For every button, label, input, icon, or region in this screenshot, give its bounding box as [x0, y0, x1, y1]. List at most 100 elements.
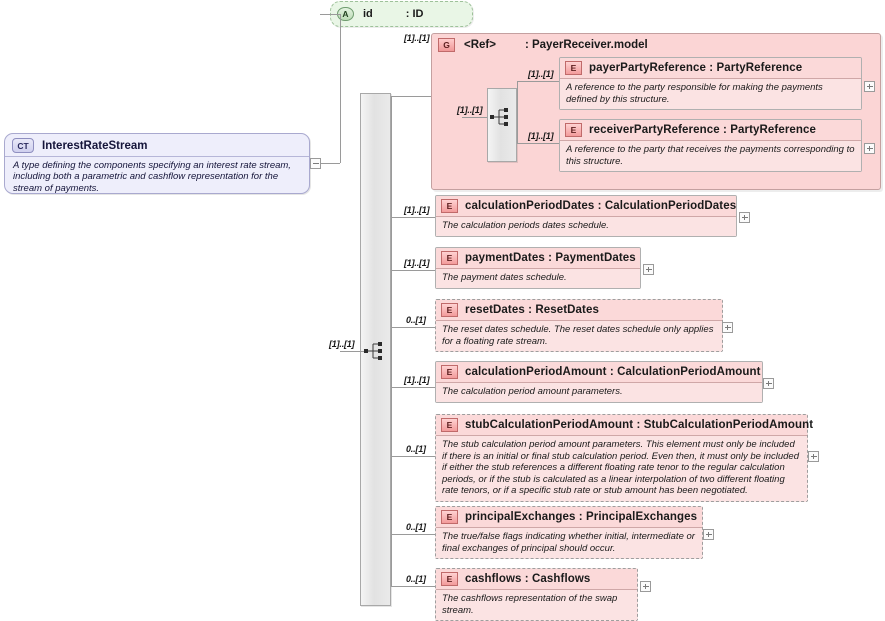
element-name: resetDates : ResetDates — [465, 304, 599, 316]
element-header: E stubCalculationPeriodAmount : StubCalc… — [436, 415, 813, 435]
element-icon: E — [441, 510, 458, 524]
element-node-principalexchanges[interactable]: E principalExchanges : PrincipalExchange… — [435, 506, 703, 559]
connector-to-cashflows — [391, 586, 435, 587]
cardinality-sequence: [1]..[1] — [329, 339, 355, 349]
expand-toggle-principalexchanges[interactable] — [703, 529, 714, 540]
sequence-compositor-group[interactable] — [487, 88, 517, 162]
expand-toggle-stubcalculationperiodamount[interactable] — [808, 451, 819, 462]
connector-trunk-into-sequence — [340, 351, 364, 352]
complex-type-description: A type defining the components specifyin… — [5, 156, 309, 194]
connector-to-calculationperiodamount — [391, 387, 435, 388]
element-header: E resetDates : ResetDates — [436, 300, 722, 320]
element-description: The calculation period amount parameters… — [436, 382, 762, 402]
element-icon: E — [565, 61, 582, 75]
connector-to-calculationperioddates — [391, 217, 435, 218]
connector-root-to-trunk — [321, 163, 340, 164]
element-node-paymentdates[interactable]: E paymentDates : PaymentDates The paymen… — [435, 247, 641, 289]
expand-toggle-cashflows[interactable] — [640, 581, 651, 592]
connector-group-distribution-trunk — [517, 81, 518, 143]
element-node-calculationperiodamount[interactable]: E calculationPeriodAmount : CalculationP… — [435, 361, 763, 403]
element-node-stubcalculationperiodamount[interactable]: E stubCalculationPeriodAmount : StubCalc… — [435, 414, 813, 502]
element-description: The calculation periods dates schedule. — [436, 216, 736, 236]
cardinality-principalexchanges: 0..[1] — [406, 522, 426, 532]
element-icon: E — [441, 251, 458, 265]
element-name: calculationPeriodDates : CalculationPeri… — [465, 200, 737, 212]
element-icon: E — [441, 199, 458, 213]
connector-to-payerpartyreference — [517, 81, 559, 82]
expand-toggle-calculationperiodamount[interactable] — [763, 378, 774, 389]
element-description: The cashflows representation of the swap… — [436, 589, 637, 620]
sequence-icon-root — [364, 342, 382, 360]
cardinality-group-inner: [1]..[1] — [457, 105, 483, 115]
attribute-type: : ID — [405, 8, 424, 20]
connector-to-receiverpartyreference — [517, 143, 559, 144]
connector-to-principalexchanges — [391, 534, 435, 535]
element-name: paymentDates : PaymentDates — [465, 252, 636, 264]
connector-to-paymentdates — [391, 270, 435, 271]
complex-type-node-interestratestream[interactable]: CT InterestRateStream A type defining th… — [4, 133, 310, 194]
element-description: The reset dates schedule. The reset date… — [436, 320, 722, 351]
element-name: payerPartyReference : PartyReference — [589, 62, 803, 74]
element-header: E payerPartyReference : PartyReference — [560, 58, 861, 78]
element-icon: E — [441, 365, 458, 379]
element-icon: E — [441, 418, 458, 432]
element-name: calculationPeriodAmount : CalculationPer… — [465, 366, 761, 378]
connector-group-into-sequence — [462, 117, 487, 118]
cardinality-group: [1]..[1] — [404, 33, 430, 43]
group-type: : PayerReceiver.model — [524, 39, 648, 51]
element-description: A reference to the party responsible for… — [560, 78, 861, 109]
element-name: receiverPartyReference : PartyReference — [589, 124, 817, 136]
element-header: E calculationPeriodDates : CalculationPe… — [436, 196, 736, 216]
element-header: E calculationPeriodAmount : CalculationP… — [436, 362, 762, 382]
element-header: E cashflows : Cashflows — [436, 569, 637, 589]
complex-type-icon: CT — [12, 138, 34, 153]
cardinality-calculationperiodamount: [1]..[1] — [404, 375, 430, 385]
element-header: E paymentDates : PaymentDates — [436, 248, 640, 268]
element-node-payerpartyreference[interactable]: E payerPartyReference : PartyReference A… — [559, 57, 862, 110]
cardinality-stubcalculationperiodamount: 0..[1] — [406, 444, 426, 454]
complex-type-name: InterestRateStream — [42, 139, 148, 152]
expand-toggle-payerpartyreference[interactable] — [864, 81, 875, 92]
collapse-toggle-root[interactable] — [310, 158, 321, 169]
element-icon: E — [565, 123, 582, 137]
connector-sequence-distribution-trunk — [391, 96, 392, 586]
cardinality-paymentdates: [1]..[1] — [404, 258, 430, 268]
element-name: stubCalculationPeriodAmount : StubCalcul… — [465, 419, 814, 431]
element-node-cashflows[interactable]: E cashflows : Cashflows The cashflows re… — [435, 568, 638, 621]
sequence-icon-group — [490, 108, 508, 126]
expand-toggle-calculationperioddates[interactable] — [739, 212, 750, 223]
connector-to-resetdates — [391, 327, 435, 328]
element-name: principalExchanges : PrincipalExchanges — [465, 511, 698, 523]
cardinality-resetdates: 0..[1] — [406, 315, 426, 325]
element-header: E receiverPartyReference : PartyReferenc… — [560, 120, 861, 140]
complex-type-header: CT InterestRateStream — [5, 134, 309, 156]
expand-toggle-resetdates[interactable] — [722, 322, 733, 333]
attribute-name: id — [363, 8, 373, 20]
cardinality-cashflows: 0..[1] — [406, 574, 426, 584]
group-header: G <Ref> : PayerReceiver.model — [432, 34, 880, 52]
element-description: The payment dates schedule. — [436, 268, 640, 288]
expand-toggle-receiverpartyreference[interactable] — [864, 143, 875, 154]
connector-to-stubcalculationperiodamount — [391, 456, 435, 457]
element-description: A reference to the party that receives t… — [560, 140, 861, 171]
connector-to-group — [391, 96, 431, 97]
cardinality-calculationperioddates: [1]..[1] — [404, 205, 430, 215]
attribute-node-id[interactable]: A id : ID — [330, 1, 473, 27]
group-icon: G — [438, 38, 455, 52]
element-node-receiverpartyreference[interactable]: E receiverPartyReference : PartyReferenc… — [559, 119, 862, 172]
cardinality-receiverpartyreference: [1]..[1] — [528, 131, 554, 141]
element-node-resetdates[interactable]: E resetDates : ResetDates The reset date… — [435, 299, 723, 352]
expand-toggle-paymentdates[interactable] — [643, 264, 654, 275]
connector-attribute-vertical — [340, 14, 341, 163]
connector-attribute-stub — [320, 14, 340, 15]
element-node-calculationperioddates[interactable]: E calculationPeriodDates : CalculationPe… — [435, 195, 737, 237]
element-description: The stub calculation period amount param… — [436, 435, 807, 501]
element-icon: E — [441, 303, 458, 317]
element-description: The true/false flags indicating whether … — [436, 527, 702, 558]
cardinality-payerpartyreference: [1]..[1] — [528, 69, 554, 79]
element-name: cashflows : Cashflows — [465, 573, 591, 585]
element-header: E principalExchanges : PrincipalExchange… — [436, 507, 702, 527]
element-icon: E — [441, 572, 458, 586]
group-name: <Ref> — [464, 39, 496, 51]
